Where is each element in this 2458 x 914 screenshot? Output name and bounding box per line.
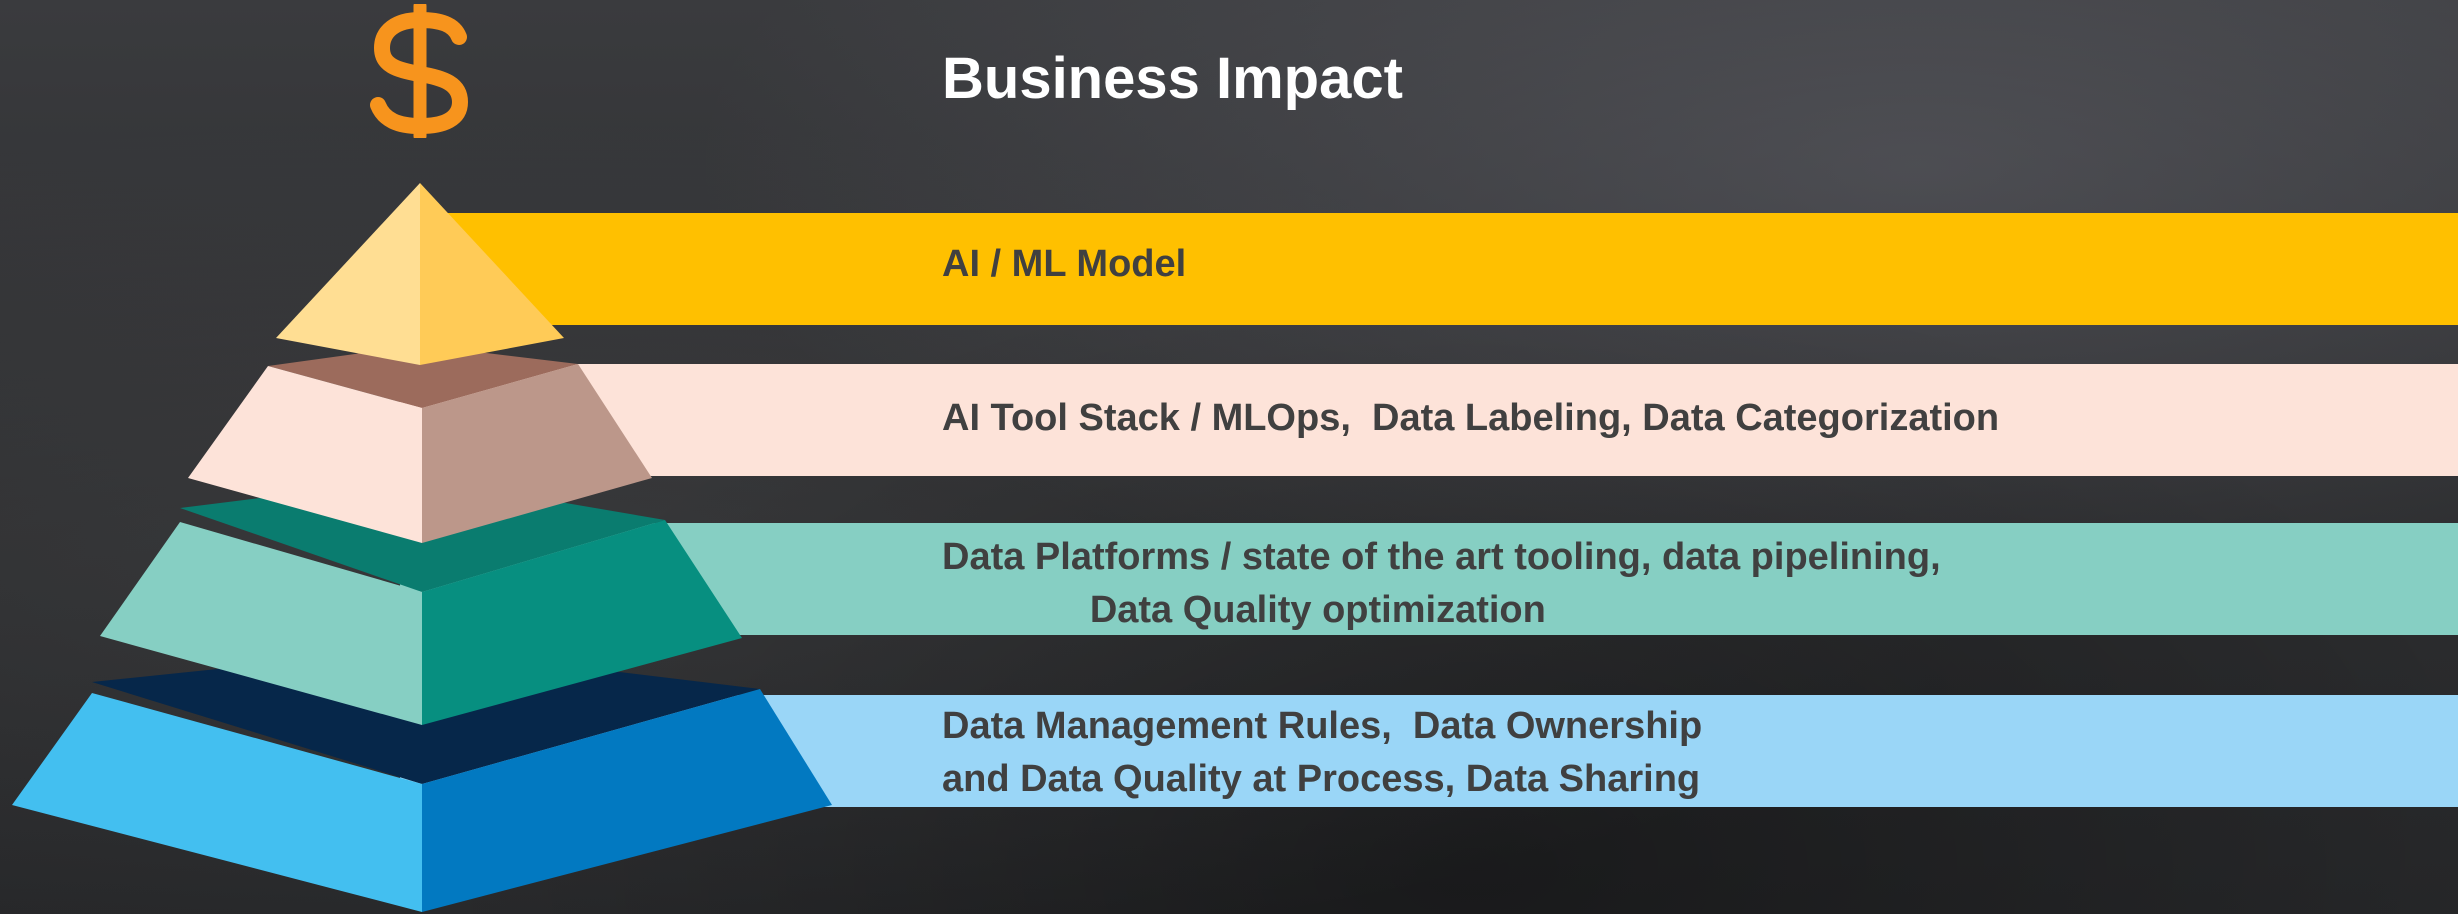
tier-band-ai-ml-model: [400, 213, 2458, 325]
tier-band-data-platforms: [400, 523, 2458, 635]
tier-label-ai-ml-model: AI / ML Model: [942, 243, 1187, 285]
pyramid-tier-ai-tool-stack: [188, 345, 652, 543]
slide-title: Business Impact: [942, 46, 1403, 111]
tier-label-data-platforms: Data Platforms / state of the art toolin…: [942, 536, 1941, 631]
tier-label-data-management: Data Management Rules, Data Ownership an…: [942, 705, 1703, 800]
tier-label-ai-tool-stack: AI Tool Stack / MLOps, Data Labeling, Da…: [942, 397, 2000, 439]
tier-band-ai-tool-stack: [400, 364, 2458, 476]
pyramid-diagram: [12, 183, 832, 912]
dollar-sign-icon: [370, 4, 469, 138]
pyramid-tier-ai-ml-model: [276, 183, 564, 365]
